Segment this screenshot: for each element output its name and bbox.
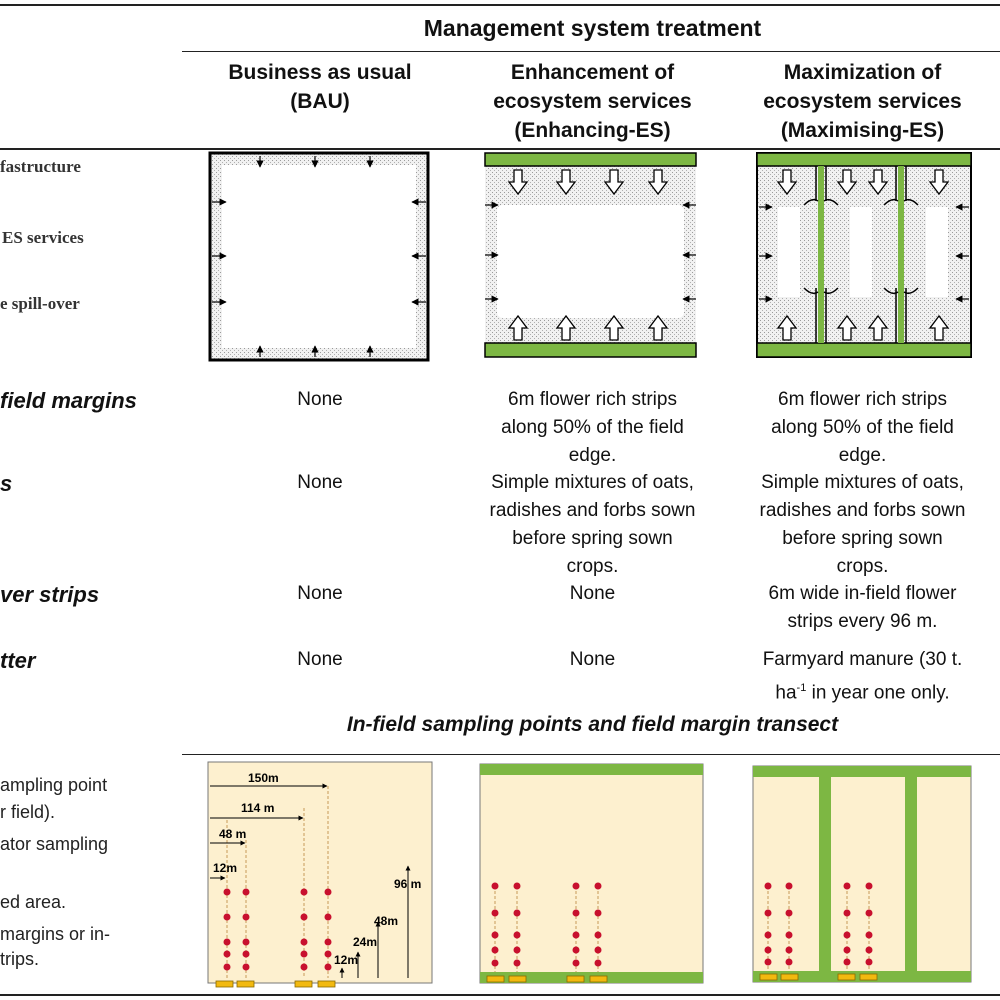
cell-enh-covercrops: Simple mixtures of oats, radishes and fo… — [465, 469, 720, 581]
column-max-line3: (Maximising-ES) — [780, 119, 945, 142]
bau-sampling-field: 150m 114 m 48 m 12m 96 m 48m 24m 12m — [207, 761, 433, 988]
top-rule — [0, 4, 1000, 6]
cell-line: along 50% of the field — [771, 417, 954, 438]
column-header-enhancing: Enhancement of ecosystem services (Enhan… — [465, 58, 720, 145]
cell-line: 6m flower rich strips — [508, 389, 677, 410]
dim-114: 114 m — [241, 801, 274, 815]
cell-text: ha — [775, 682, 797, 704]
enhancing-sampling-field — [479, 763, 704, 984]
cell-line: along 50% of the field — [501, 417, 684, 438]
sampling-title: In-field sampling points and field margi… — [346, 713, 839, 736]
bottom-rule — [0, 994, 1000, 996]
cell-enh-strips: None — [465, 580, 720, 608]
cell-bau-strips: None — [205, 580, 435, 608]
title-rule — [182, 51, 1000, 52]
cell-line: edge. — [568, 445, 617, 466]
superscript: -1 — [796, 682, 807, 694]
dim-v12: 12m — [334, 953, 358, 967]
cell-line: Simple mixtures of oats, — [491, 472, 694, 493]
cell-line: None — [569, 583, 616, 604]
cell-line: Simple mixtures of oats, — [761, 472, 964, 493]
dim-v48: 48m — [374, 914, 398, 928]
cell-line: crops. — [836, 556, 889, 577]
column-max-line2: ecosystem services — [763, 90, 962, 113]
cell-line: None — [297, 389, 343, 410]
dim-150: 150m — [248, 771, 279, 785]
row-label-field-margins: field margins — [0, 388, 137, 413]
cell-enh-organic: None — [465, 646, 720, 674]
cell-bau-margins: None — [205, 386, 435, 414]
dim-12: 12m — [213, 861, 237, 875]
cell-line: crops. — [566, 556, 619, 577]
cell-line: 6m wide in-field flower — [768, 583, 957, 604]
legend-line-2: r field). — [0, 802, 56, 822]
legend-line-6: margins or in- — [0, 924, 111, 944]
diagram-label-es-services: ES services — [2, 228, 84, 247]
column-header-maximising: Maximization of ecosystem services (Maxi… — [735, 58, 990, 145]
dim-48: 48 m — [219, 827, 246, 841]
column-header-bau: Business as usual (BAU) — [205, 58, 435, 116]
cell-bau-covercrops: None — [205, 469, 435, 497]
maximising-field-diagram — [756, 152, 972, 358]
diagram-label-spill-over: e spill-over — [0, 294, 80, 313]
legend-line-7: trips. — [0, 949, 40, 969]
cell-line: None — [297, 583, 343, 604]
column-enh-line1: Enhancement of — [510, 61, 675, 84]
cell-max-strips: 6m wide in-field flower strips every 96 … — [735, 580, 990, 636]
legend-line-5: ed area. — [0, 892, 67, 912]
cell-line: Farmyard manure (30 t. — [762, 649, 963, 670]
cell-line: radishes and forbs sown — [759, 500, 966, 521]
diagram-label-infrastructure: fastructure — [0, 157, 81, 176]
legend-line-3: ator sampling — [0, 834, 109, 854]
dim-v24: 24m — [353, 935, 377, 949]
legend-line-1: ampling point — [0, 775, 108, 795]
cell-max-margins: 6m flower rich strips along 50% of the f… — [735, 386, 990, 470]
bau-field-diagram — [208, 151, 430, 362]
cell-max-covercrops: Simple mixtures of oats, radishes and fo… — [735, 469, 990, 581]
cell-text: in year one only. — [806, 682, 950, 704]
dim-v96: 96 m — [394, 877, 421, 891]
treatment-title: Management system treatment — [423, 15, 762, 41]
cell-line: strips every 96 m. — [787, 611, 938, 632]
cell-enh-margins: 6m flower rich strips along 50% of the f… — [465, 386, 720, 470]
row-label-cover-crops: s — [0, 471, 13, 496]
column-bau-line1: Business as usual — [228, 61, 412, 84]
sampling-rule — [182, 754, 1000, 755]
cell-line: None — [569, 649, 616, 670]
column-bau-line2: (BAU) — [290, 90, 350, 113]
cell-line: None — [297, 472, 343, 493]
cell-line: before spring sown — [512, 528, 673, 549]
header-rule — [0, 148, 1000, 150]
cell-bau-organic: None — [205, 646, 435, 674]
cell-line: 6m flower rich strips — [778, 389, 947, 410]
cell-line: edge. — [838, 445, 887, 466]
column-max-line1: Maximization of — [783, 61, 942, 84]
column-enh-line3: (Enhancing-ES) — [514, 119, 671, 142]
column-enh-line2: ecosystem services — [493, 90, 692, 113]
cell-max-organic: Farmyard manure (30 t. ha-1 in year one … — [735, 646, 990, 707]
cell-line: before spring sown — [782, 528, 943, 549]
maximising-sampling-field — [752, 765, 972, 983]
cell-line: None — [297, 649, 343, 670]
row-label-organic-matter: tter — [0, 648, 36, 673]
enhancing-field-diagram — [484, 152, 697, 358]
cell-line: radishes and forbs sown — [489, 500, 696, 521]
cell-line: ha-1 in year one only. — [735, 674, 990, 707]
row-label-flower-strips: ver strips — [0, 582, 100, 607]
